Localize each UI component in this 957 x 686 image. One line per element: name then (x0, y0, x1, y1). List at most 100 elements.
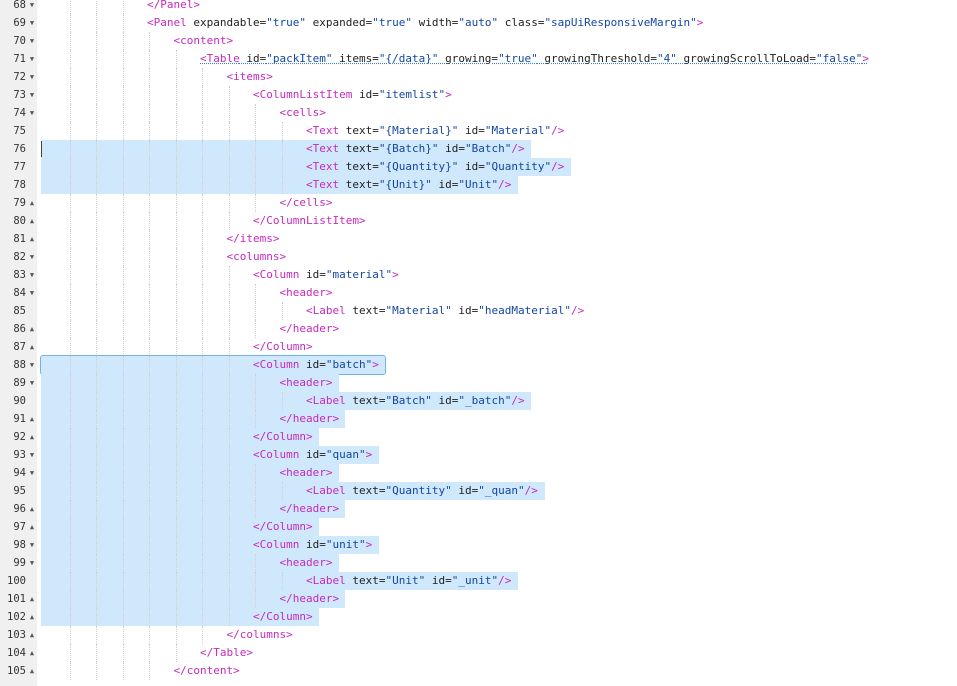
code-line[interactable]: 87▲</Column> (0, 338, 957, 356)
code-line[interactable]: 96▲</header> (0, 500, 957, 518)
fold-expanded-icon[interactable]: ▼ (29, 289, 35, 297)
fold-expanded-icon[interactable]: ▼ (29, 73, 35, 81)
code-text[interactable]: <Column id="material"> (253, 266, 399, 284)
fold-end-icon[interactable]: ▲ (29, 667, 35, 675)
code-line[interactable]: 97▲</Column> (0, 518, 957, 536)
code-line[interactable]: 70▼<content> (0, 32, 957, 50)
code-line[interactable]: 92▲</Column> (0, 428, 957, 446)
code-text[interactable]: </header> (280, 500, 340, 518)
code-line[interactable]: 93▼<Column id="quan"> (0, 446, 957, 464)
code-text[interactable]: <Label text="Quantity" id="_quan"/> (306, 482, 538, 500)
code-text[interactable]: </header> (280, 410, 340, 428)
code-line[interactable]: 104▲</Table> (0, 644, 957, 662)
fold-end-icon[interactable]: ▲ (29, 649, 35, 657)
code-text[interactable]: <Column id="quan"> (253, 446, 372, 464)
code-text[interactable]: <items> (227, 68, 273, 86)
fold-end-icon[interactable]: ▲ (29, 415, 35, 423)
code-line[interactable]: 105▲</content> (0, 662, 957, 680)
code-text[interactable]: </Panel> (147, 0, 200, 14)
code-text[interactable]: <Text text="{Batch}" id="Batch"/> (306, 140, 525, 158)
code-line[interactable]: 82▼<columns> (0, 248, 957, 266)
code-text[interactable]: <Text text="{Unit}" id="Unit"/> (306, 176, 511, 194)
fold-end-icon[interactable]: ▲ (29, 433, 35, 441)
code-text[interactable]: </header> (280, 320, 340, 338)
code-text[interactable]: <header> (280, 464, 333, 482)
code-line[interactable]: 94▼<header> (0, 464, 957, 482)
fold-end-icon[interactable]: ▲ (29, 325, 35, 333)
code-text[interactable]: <header> (280, 554, 333, 572)
fold-end-icon[interactable]: ▲ (29, 595, 35, 603)
code-text[interactable]: </Table> (200, 644, 253, 662)
code-text[interactable]: <Label text="Material" id="headMaterial"… (306, 302, 584, 320)
fold-expanded-icon[interactable]: ▼ (29, 91, 35, 99)
code-text[interactable]: <cells> (280, 104, 326, 122)
code-text[interactable]: </Column> (253, 338, 313, 356)
code-text[interactable]: <header> (280, 374, 333, 392)
fold-expanded-icon[interactable]: ▼ (29, 109, 35, 117)
code-line[interactable]: 91▲</header> (0, 410, 957, 428)
code-text[interactable]: <Text text="{Quantity}" id="Quantity"/> (306, 158, 564, 176)
code-line[interactable]: 69▼<Panel expandable="true" expanded="tr… (0, 14, 957, 32)
code-line[interactable]: 79▲</cells> (0, 194, 957, 212)
fold-expanded-icon[interactable]: ▼ (29, 451, 35, 459)
code-line[interactable]: 88▼<Column id="batch"> (0, 355, 957, 375)
code-line[interactable]: 78<Text text="{Unit}" id="Unit"/> (0, 176, 957, 194)
fold-end-icon[interactable]: ▲ (29, 523, 35, 531)
fold-expanded-icon[interactable]: ▼ (29, 55, 35, 63)
fold-end-icon[interactable]: ▲ (29, 343, 35, 351)
fold-expanded-icon[interactable]: ▼ (29, 541, 35, 549)
fold-expanded-icon[interactable]: ▼ (29, 469, 35, 477)
code-line[interactable]: 99▼<header> (0, 554, 957, 572)
code-text[interactable]: <Label text="Unit" id="_unit"/> (306, 572, 511, 590)
code-text[interactable]: </items> (227, 230, 280, 248)
code-text[interactable]: </content> (174, 662, 240, 680)
code-text[interactable]: </header> (280, 590, 340, 608)
code-line[interactable]: 76<Text text="{Batch}" id="Batch"/> (0, 140, 957, 158)
code-line[interactable]: 103▲</columns> (0, 626, 957, 644)
code-line[interactable]: 81▲</items> (0, 230, 957, 248)
code-line[interactable]: 77<Text text="{Quantity}" id="Quantity"/… (0, 158, 957, 176)
fold-expanded-icon[interactable]: ▼ (29, 1, 35, 9)
code-line[interactable]: 98▼<Column id="unit"> (0, 536, 957, 554)
code-line[interactable]: 72▼<items> (0, 68, 957, 86)
code-line[interactable]: 85<Label text="Material" id="headMateria… (0, 302, 957, 320)
code-text[interactable]: <columns> (227, 248, 287, 266)
code-text[interactable]: <ColumnListItem id="itemlist"> (253, 86, 452, 104)
code-text[interactable]: <Label text="Batch" id="_batch"/> (306, 392, 525, 410)
code-line[interactable]: 89▼<header> (0, 374, 957, 392)
code-line[interactable]: 83▼<Column id="material"> (0, 266, 957, 284)
code-line[interactable]: 84▼<header> (0, 284, 957, 302)
fold-end-icon[interactable]: ▲ (29, 199, 35, 207)
code-text[interactable]: </columns> (227, 626, 293, 644)
code-text[interactable]: <Column id="unit"> (253, 536, 372, 554)
code-line[interactable]: 71▼<Table id="packItem" items="{/data}" … (0, 50, 957, 68)
code-line[interactable]: 101▲</header> (0, 590, 957, 608)
fold-end-icon[interactable]: ▲ (29, 217, 35, 225)
fold-expanded-icon[interactable]: ▼ (29, 379, 35, 387)
code-line[interactable]: 74▼<cells> (0, 104, 957, 122)
code-text[interactable]: <content> (174, 32, 234, 50)
code-text[interactable]: </Column> (253, 518, 313, 536)
fold-expanded-icon[interactable]: ▼ (29, 271, 35, 279)
code-line[interactable]: 95<Label text="Quantity" id="_quan"/> (0, 482, 957, 500)
code-line[interactable]: 102▲</Column> (0, 608, 957, 626)
code-line[interactable]: 73▼<ColumnListItem id="itemlist"> (0, 86, 957, 104)
fold-end-icon[interactable]: ▲ (29, 613, 35, 621)
code-text[interactable]: <Column id="batch"> (253, 356, 379, 374)
code-line[interactable]: 100<Label text="Unit" id="_unit"/> (0, 572, 957, 590)
code-line[interactable]: 80▲</ColumnListItem> (0, 212, 957, 230)
code-line[interactable]: 90<Label text="Batch" id="_batch"/> (0, 392, 957, 410)
code-text[interactable]: <header> (280, 284, 333, 302)
fold-expanded-icon[interactable]: ▼ (29, 19, 35, 27)
code-text[interactable]: <Table id="packItem" items="{/data}" gro… (200, 50, 869, 68)
code-line[interactable]: 86▲</header> (0, 320, 957, 338)
code-text[interactable]: </ColumnListItem> (253, 212, 366, 230)
fold-expanded-icon[interactable]: ▼ (29, 37, 35, 45)
code-line[interactable]: 68▼</Panel> (0, 0, 957, 14)
code-text[interactable]: </Column> (253, 428, 313, 446)
code-text[interactable]: </cells> (280, 194, 333, 212)
fold-end-icon[interactable]: ▲ (29, 631, 35, 639)
code-text[interactable]: <Text text="{Material}" id="Material"/> (306, 122, 564, 140)
fold-expanded-icon[interactable]: ▼ (29, 559, 35, 567)
